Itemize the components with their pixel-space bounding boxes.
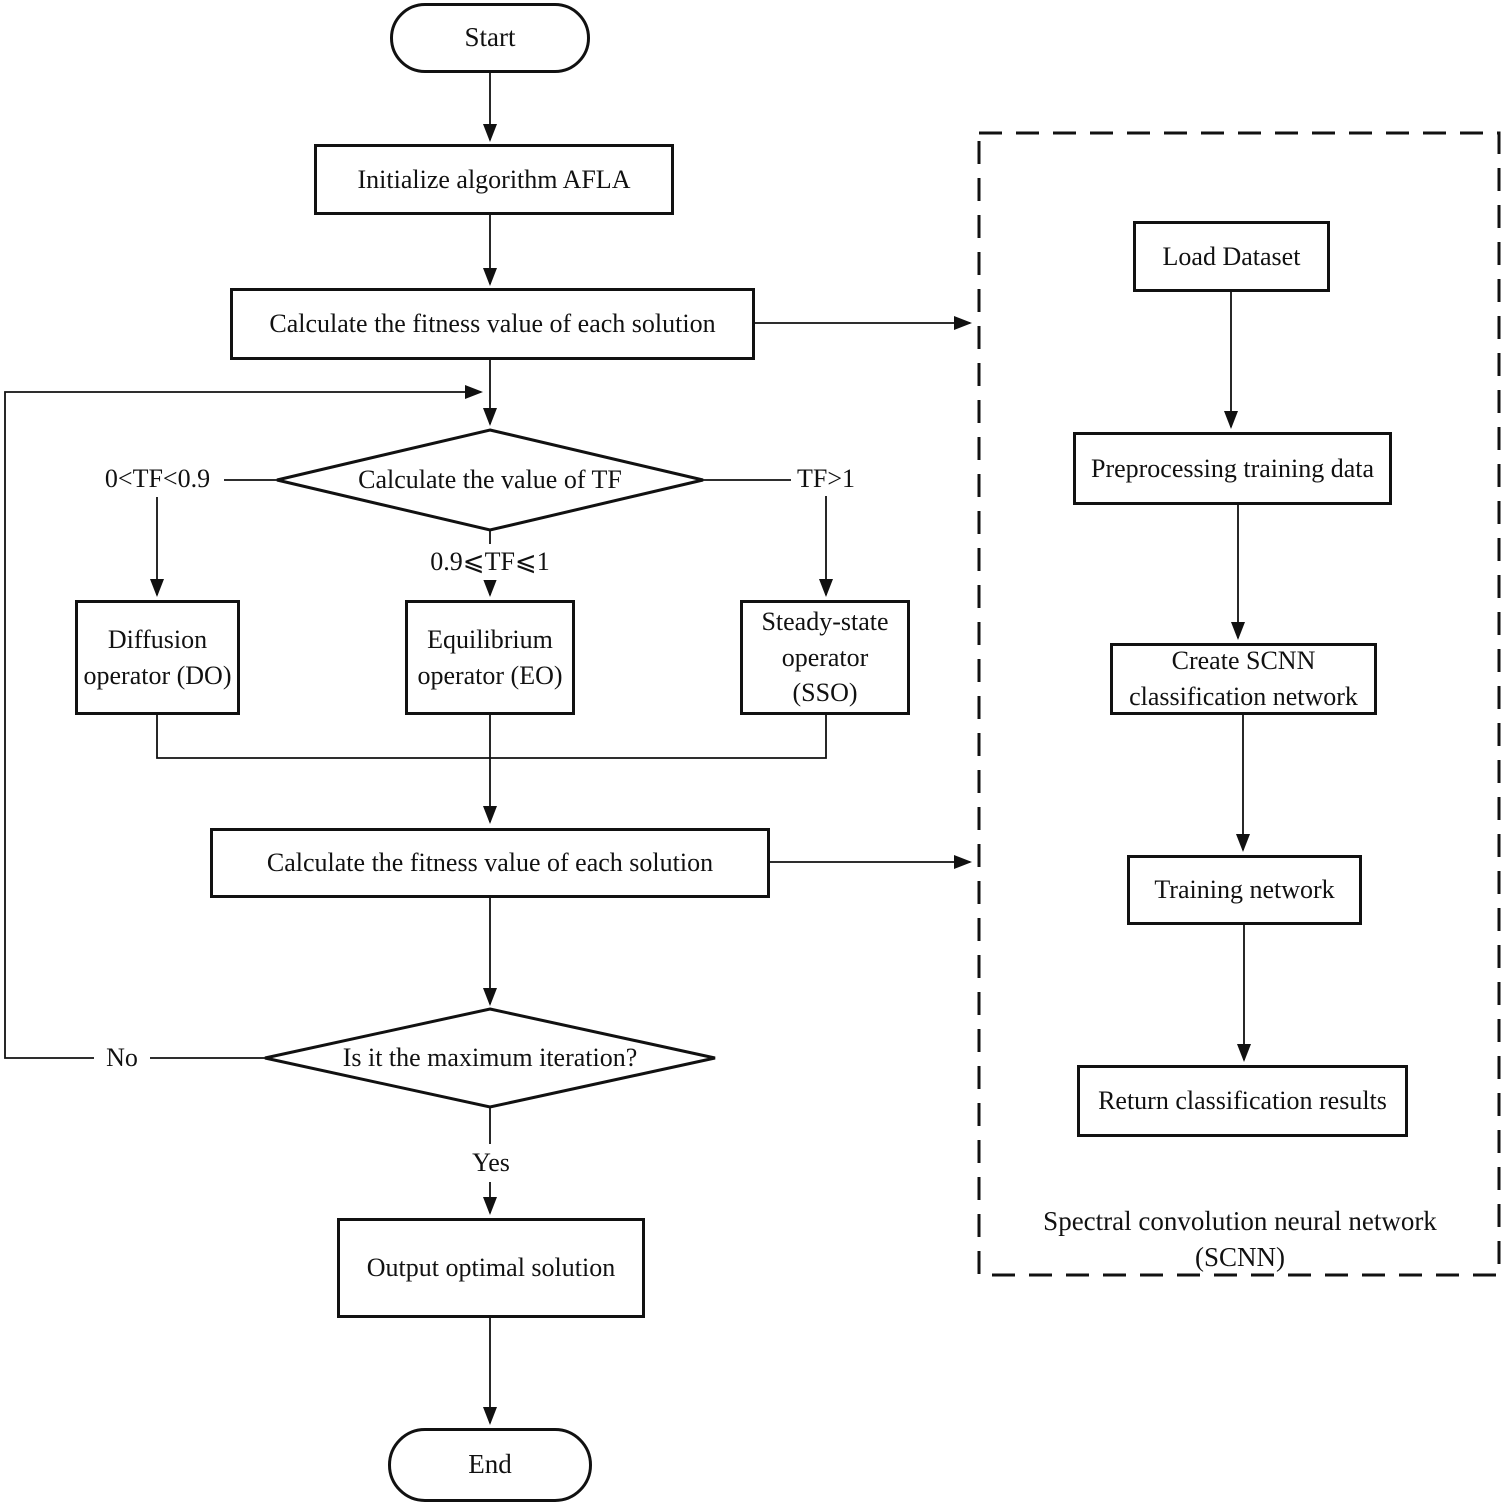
end-terminal: End: [388, 1428, 592, 1502]
yes-label: Yes: [455, 1144, 527, 1182]
branch-label-left: 0<TF<0.9: [104, 464, 211, 494]
scnn-caption-line1: Spectral convolution neural network: [1043, 1206, 1437, 1236]
start-terminal: Start: [390, 3, 590, 73]
equilibrium-operator-step: Equilibrium operator (EO): [405, 600, 575, 715]
initialize-step: Initialize algorithm AFLA: [314, 144, 674, 215]
tf-decision-label: Calculate the value of TF: [358, 465, 622, 495]
scnn-dashed-container: [977, 131, 1501, 1277]
load-dataset-step: Load Dataset: [1133, 221, 1330, 292]
preprocessing-step: Preprocessing training data: [1073, 432, 1392, 505]
branch-label-middle: 0.9⩽TF⩽1: [418, 544, 562, 580]
output-step: Output optimal solution: [337, 1218, 645, 1318]
scnn-caption: Spectral convolution neural network (SCN…: [1000, 1203, 1480, 1276]
scnn-caption-line2: (SCNN): [1194, 1242, 1285, 1273]
create-network-step: Create SCNN classification network: [1110, 643, 1377, 715]
steady-state-operator-step: Steady-state operator (SSO): [740, 600, 910, 715]
training-network-step: Training network: [1127, 855, 1362, 925]
iteration-decision-label: Is it the maximum iteration?: [342, 1043, 638, 1073]
fitness-step-2: Calculate the fitness value of each solu…: [210, 828, 770, 898]
return-results-step: Return classification results: [1077, 1065, 1408, 1137]
diffusion-operator-step: Diffusion operator (DO): [75, 600, 240, 715]
no-label: No: [94, 1040, 150, 1076]
fitness-step-1: Calculate the fitness value of each solu…: [230, 288, 755, 360]
operators-join-wire: [156, 715, 827, 759]
branch-label-right: TF>1: [796, 464, 855, 494]
